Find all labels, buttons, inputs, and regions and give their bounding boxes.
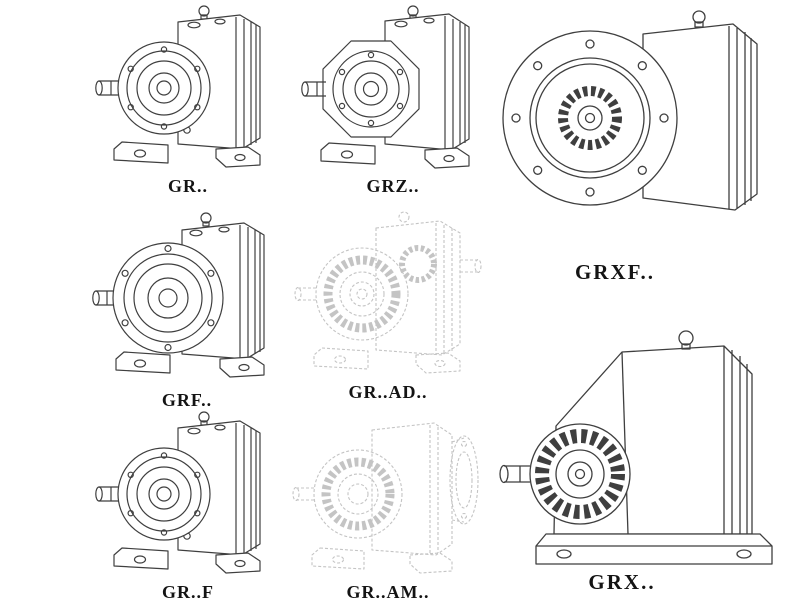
input-shaft (95, 80, 119, 96)
figure-label-grf: GRF.. (161, 390, 213, 410)
input-shaft (499, 464, 530, 484)
figure-label-gr: GR.. (168, 176, 208, 196)
motor-flange (449, 435, 479, 525)
mounting-feet (311, 547, 453, 574)
figure-gram: GR..AM.. (288, 408, 488, 600)
figure-grx: GRX.. (492, 292, 792, 595)
input-shaft (95, 486, 119, 502)
input-shaft (292, 486, 314, 502)
bearing-housing (117, 447, 211, 541)
grad-gearbox-drawing (294, 211, 482, 374)
finned-bearing-boss (529, 423, 631, 525)
eyebolt-icon (678, 330, 694, 350)
housing (375, 220, 461, 356)
figure-label-grff: GR..F (162, 582, 214, 600)
figure-label-grxf: GRXF.. (574, 260, 656, 284)
mounting-feet (113, 547, 261, 574)
figure-grz: GRZ.. (293, 2, 493, 197)
grx-gearbox-drawing (499, 330, 773, 565)
mounting-flange (112, 242, 224, 354)
figure-label-grz: GRZ.. (366, 176, 420, 196)
input-shaft (294, 286, 316, 302)
adapter-shaft (460, 258, 482, 274)
internal-gears (315, 245, 437, 341)
grff-gearbox-drawing (95, 411, 261, 574)
input-shaft (92, 290, 113, 306)
mounting-base (535, 533, 773, 565)
figure-grff: GR..F (88, 408, 288, 600)
eyebolt-icon (398, 211, 410, 223)
figure-label-grx: GRX.. (588, 570, 656, 594)
mounting-feet (115, 351, 265, 378)
housing (371, 422, 453, 556)
figure-grxf: GRXF.. (495, 0, 795, 285)
eyebolt-icon (200, 212, 212, 227)
internal-gears (313, 449, 403, 539)
figure-label-grad: GR..AD.. (348, 382, 428, 402)
mounting-feet (320, 142, 470, 169)
housing (642, 23, 758, 211)
mounting-flange (502, 30, 678, 206)
octagonal-front-plate (322, 40, 420, 138)
eyebolt-icon (198, 5, 210, 20)
mounting-feet (113, 141, 261, 168)
grxf-gearbox-drawing (502, 10, 758, 211)
figure-grf: GRF.. (82, 208, 292, 411)
gram-gearbox-drawing (292, 422, 479, 574)
figure-gr: GR.. (88, 2, 288, 197)
bearing-housing (117, 41, 211, 135)
eyebolt-icon (198, 411, 210, 426)
figure-label-gram: GR..AM.. (346, 582, 430, 600)
input-shaft (301, 81, 326, 97)
figure-grad: GR..AD.. (288, 208, 488, 403)
gr-gearbox-drawing (95, 5, 261, 168)
mounting-feet (313, 347, 461, 374)
grz-gearbox-drawing (301, 5, 470, 169)
grf-gearbox-drawing (92, 212, 265, 378)
eyebolt-icon (692, 10, 706, 28)
